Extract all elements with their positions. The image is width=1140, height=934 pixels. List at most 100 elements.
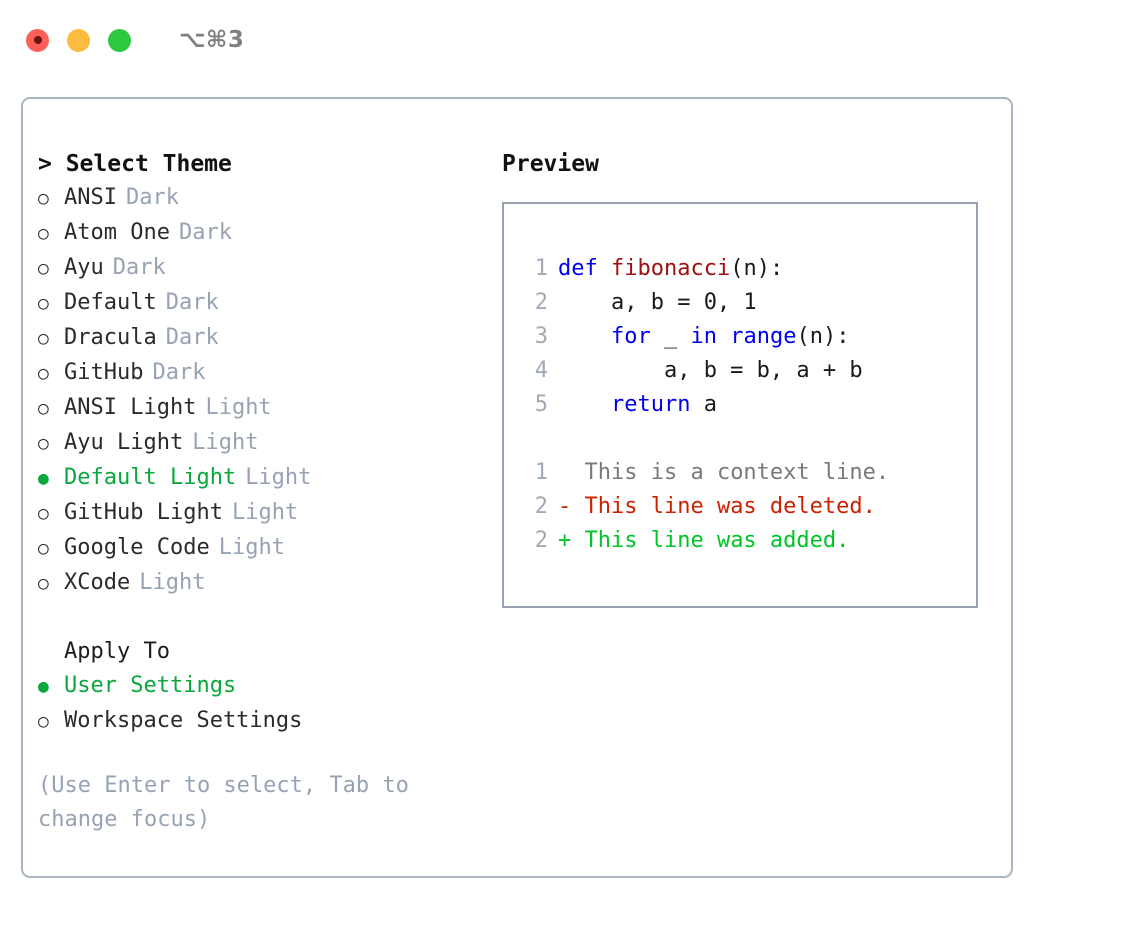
theme-list-item-atom-one-dark[interactable]: ○ Atom One Dark — [38, 216, 508, 251]
theme-variant: Light — [205, 395, 272, 420]
theme-list-item-github-dark[interactable]: ○ GitHub Dark — [38, 356, 508, 391]
theme-variant: Light — [192, 430, 259, 455]
diff-line-context: 1 This is a context line. — [518, 456, 976, 490]
theme-name: Dracula — [64, 325, 157, 350]
theme-list-item-ansi-light[interactable]: ○ ANSI Light Light — [38, 391, 508, 426]
theme-list-item-xcode[interactable]: ○ XCode Light — [38, 566, 508, 601]
code-token — [717, 324, 730, 349]
line-number: 2 — [534, 528, 548, 553]
code-token: for — [610, 324, 651, 349]
theme-list-item-dracula-dark[interactable]: ○ Dracula Dark — [38, 321, 508, 356]
main-panel: > Select Theme ○ ANSI Dark ○ Atom One Da… — [21, 97, 1013, 878]
code-token: fibonacci — [610, 256, 731, 281]
apply-to-list: ● User Settings ○ Workspace Settings — [38, 669, 508, 739]
line-number: 3 — [534, 324, 548, 349]
section-spacer — [38, 601, 508, 635]
code-token: return — [610, 392, 691, 417]
radio-icon[interactable]: ○ — [38, 573, 49, 594]
select-theme-header-label: Select Theme — [65, 151, 232, 177]
theme-name: Atom One — [64, 220, 170, 245]
radio-icon[interactable]: ○ — [38, 538, 49, 559]
code-content: a, b = 0, 1 — [558, 286, 757, 320]
theme-variant: Dark — [165, 325, 219, 350]
line-number: 2 — [534, 494, 548, 519]
radio-icon[interactable]: ○ — [38, 398, 49, 419]
diff-text: This line was added. — [571, 528, 850, 553]
theme-name: GitHub Light — [64, 500, 223, 525]
theme-name: Default Light — [64, 465, 237, 490]
radio-icon[interactable]: ○ — [38, 258, 49, 279]
theme-name: Ayu Light — [64, 430, 184, 455]
theme-name: ANSI Light — [64, 395, 197, 420]
theme-name: Default — [64, 290, 157, 315]
code-token: (n): — [730, 256, 784, 281]
window-controls — [26, 28, 131, 52]
theme-list-item-ayu-light[interactable]: ○ Ayu Light Light — [38, 426, 508, 461]
theme-list-item-google-code[interactable]: ○ Google Code Light — [38, 531, 508, 566]
theme-variant: Dark — [125, 185, 179, 210]
theme-name: XCode — [64, 570, 131, 595]
theme-list-item-github-light[interactable]: ○ GitHub Light Light — [38, 496, 508, 531]
radio-icon[interactable]: ○ — [38, 433, 49, 454]
theme-variant: Dark — [112, 255, 166, 280]
apply-to-header-label: Apply To — [64, 639, 170, 664]
preview-column: Preview 1 def fibonacci(n): 2 a, b = 0, … — [502, 147, 992, 608]
minimize-button-icon[interactable] — [67, 28, 90, 52]
radio-icon[interactable]: ○ — [38, 328, 49, 349]
line-number: 1 — [534, 460, 548, 485]
code-line: 2 a, b = 0, 1 — [518, 286, 976, 320]
preview-spacer — [518, 422, 976, 456]
radio-icon[interactable]: ○ — [38, 363, 49, 384]
radio-icon-selected[interactable]: ● — [38, 468, 49, 489]
keyboard-shortcut-label: ⌥⌘3 — [179, 27, 245, 53]
code-line: 3 for _ in range(n): — [518, 320, 976, 354]
line-number: 1 — [534, 256, 548, 281]
code-content: for _ in range(n): — [558, 320, 849, 354]
radio-icon-selected[interactable]: ● — [38, 676, 49, 697]
diff-text: This line was deleted. — [571, 494, 876, 519]
diff-text: This is a context line. — [571, 460, 890, 485]
apply-to-label: Workspace Settings — [64, 708, 303, 733]
radio-icon[interactable]: ○ — [38, 188, 49, 209]
keyboard-hint-text: (Use Enter to select, Tab to change focu… — [38, 773, 409, 832]
theme-list-item-ayu-dark[interactable]: ○ Ayu Dark — [38, 251, 508, 286]
code-content: a, b = b, a + b — [558, 354, 863, 388]
apply-to-item-user-settings[interactable]: ● User Settings — [38, 669, 508, 704]
theme-variant: Light — [231, 500, 299, 525]
diff-sign: + — [558, 528, 572, 553]
zoom-button-icon[interactable] — [108, 28, 131, 52]
theme-variant: Light — [139, 570, 206, 595]
radio-icon[interactable]: ○ — [38, 223, 49, 244]
code-token — [558, 324, 611, 349]
select-theme-header: > Select Theme — [38, 147, 508, 181]
theme-name: GitHub — [64, 360, 144, 385]
code-line: 5 return a — [518, 388, 976, 422]
radio-icon[interactable]: ○ — [38, 711, 49, 732]
code-content: def fibonacci(n): — [558, 252, 783, 286]
apply-to-item-workspace-settings[interactable]: ○ Workspace Settings — [38, 704, 508, 739]
apply-to-header-indent: ○ — [38, 635, 64, 669]
code-token: a — [690, 392, 717, 417]
radio-icon[interactable]: ○ — [38, 293, 49, 314]
theme-list-item-default-light[interactable]: ● Default Light Light — [38, 461, 508, 496]
theme-variant: Light — [245, 465, 312, 490]
code-token: range — [730, 324, 797, 349]
line-number: 2 — [534, 290, 548, 315]
select-theme-header-prefix: > — [38, 151, 66, 177]
window-titlebar: ⌥⌘3 — [0, 0, 1140, 80]
theme-variant: Dark — [178, 220, 232, 245]
apply-to-header: ○ Apply To — [38, 635, 508, 669]
close-button-icon[interactable] — [26, 28, 49, 52]
theme-name: Google Code — [64, 535, 210, 560]
theme-list-item-default-dark[interactable]: ○ Default Dark — [38, 286, 508, 321]
diff-line-deleted: 2 - This line was deleted. — [518, 490, 976, 524]
code-line: 4 a, b = b, a + b — [518, 354, 976, 388]
code-line: 1 def fibonacci(n): — [518, 252, 976, 286]
theme-list-item-ansi-dark[interactable]: ○ ANSI Dark — [38, 181, 508, 216]
theme-variant: Dark — [165, 290, 219, 315]
preview-title: Preview — [502, 151, 599, 177]
code-token: a, b = b, a + b — [558, 358, 863, 383]
radio-icon[interactable]: ○ — [38, 503, 49, 524]
code-token: def — [558, 256, 611, 281]
